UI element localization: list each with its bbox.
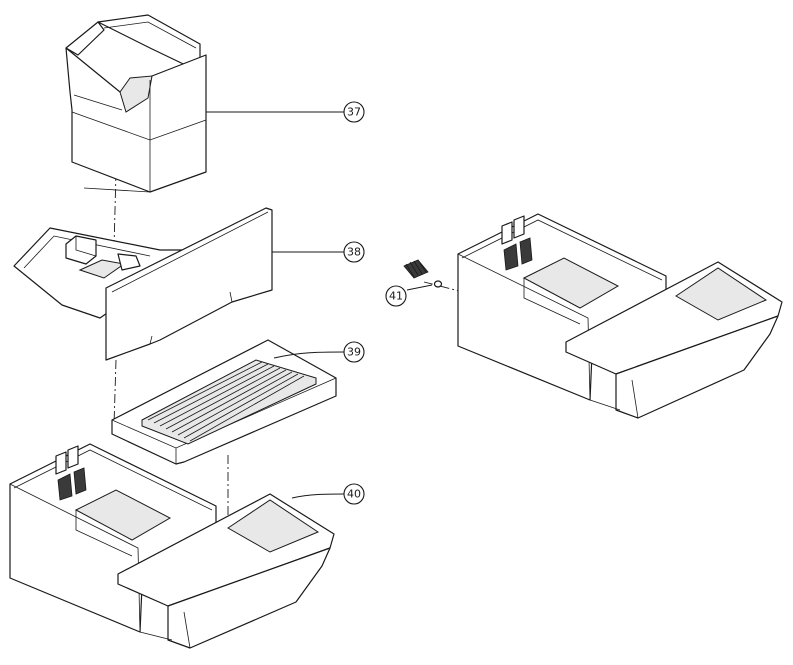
callout-40-label: 40 [347, 488, 361, 501]
tray-housing-icon [9, 443, 335, 649]
callout-39: 39 [343, 341, 365, 363]
callout-38-label: 38 [347, 246, 361, 259]
callout-39-label: 39 [347, 346, 361, 359]
callout-41: 41 [385, 285, 407, 307]
tray-assembly-icon [457, 213, 783, 419]
drip-tray-grille-icon [111, 339, 337, 465]
spring-icon [403, 259, 443, 288]
callout-40: 40 [343, 483, 365, 505]
drawer-icon [13, 207, 273, 361]
callout-37-label: 37 [347, 106, 361, 119]
callout-38: 38 [343, 241, 365, 263]
callout-41-label: 41 [389, 290, 403, 303]
leader-lines [206, 111, 433, 499]
ice-bucket-icon [65, 14, 207, 193]
callout-37: 37 [343, 101, 365, 123]
